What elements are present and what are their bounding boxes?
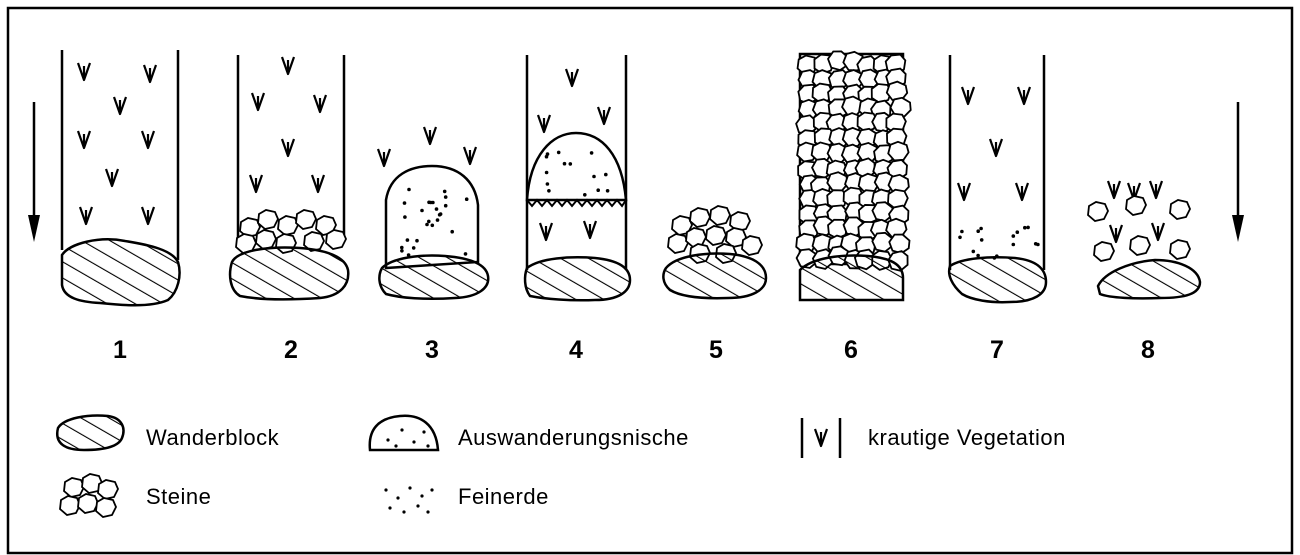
fine-earth-dot [1023, 226, 1027, 230]
frame [8, 8, 1292, 553]
column-7 [949, 55, 1046, 302]
fine-earth-dot [1026, 226, 1030, 230]
fine-earth-dot [436, 218, 440, 222]
column-number-4: 4 [569, 336, 583, 364]
fine-earth-dot [412, 246, 416, 250]
wanderblock [379, 256, 488, 299]
fine-earth-dot [606, 189, 610, 193]
right-arrow-icon [1232, 102, 1244, 242]
fine-earth-dot [547, 189, 551, 193]
fine-earth-dot [420, 209, 424, 213]
column-number-2: 2 [284, 336, 298, 364]
fine-earth-dot [546, 152, 550, 156]
wanderblock [800, 256, 903, 300]
fine-earth-dot [415, 239, 419, 243]
fine-earth-dot [464, 252, 468, 256]
steine-legend-icon [60, 474, 118, 517]
column-number-3: 3 [425, 336, 439, 364]
legend-wanderblock: Wanderblock [146, 425, 280, 450]
fine-earth-dot [976, 254, 980, 258]
column-1 [62, 50, 180, 305]
column-number-8: 8 [1141, 336, 1155, 364]
fine-earth-dot [960, 230, 964, 234]
column-number-1: 1 [113, 336, 127, 364]
column-number-7: 7 [990, 336, 1004, 364]
fine-earth-dot [406, 238, 410, 242]
legend-auswanderungsnische: Auswanderungsnische [458, 425, 689, 450]
fine-earth-dot [450, 230, 454, 234]
stones-fill [794, 48, 914, 274]
column-number-6: 6 [844, 336, 858, 364]
fine-earth-dots [958, 226, 1039, 260]
fine-earth-dot [972, 250, 976, 254]
fine-earth-dot [431, 224, 435, 228]
vegetation-legend-icon [802, 418, 840, 458]
fine-earth-dot [596, 188, 600, 192]
legend-steine: Steine [146, 484, 211, 509]
fine-earth-dot [444, 195, 448, 199]
fine-earth-dot [557, 151, 561, 155]
fine-earth-dot [980, 238, 984, 242]
fine-earth-dot [592, 175, 596, 179]
column-3 [378, 127, 488, 299]
fine-earth-dot [979, 227, 983, 231]
fine-earth-dot [546, 182, 550, 186]
wanderblock [1098, 260, 1200, 298]
left-arrow-icon [28, 102, 40, 242]
column-5 [663, 206, 766, 298]
wanderblock [949, 257, 1046, 302]
column-2 [230, 55, 348, 299]
fine-earth-dot [958, 236, 962, 240]
fine-earth-dot [1012, 234, 1016, 238]
fine-earth-dot [403, 201, 407, 205]
fine-earth-dot [400, 249, 404, 253]
fine-earth-dot [465, 197, 469, 201]
fine-earth-dot [443, 190, 447, 194]
fine-earth-dot [563, 162, 567, 166]
fine-earth-dot [407, 188, 411, 192]
column-4 [525, 55, 630, 300]
wanderblock [62, 239, 180, 305]
legend: Wanderblock Auswanderungsnische krautige… [57, 416, 1066, 518]
column-6 [794, 48, 914, 300]
fine-earth-dot [569, 162, 573, 166]
fine-earth-dot [545, 171, 549, 175]
fine-earth-dot [1012, 243, 1016, 247]
fine-earth-dot [590, 151, 594, 155]
wanderblock [230, 248, 348, 300]
fine-earth-dot [425, 223, 429, 227]
fine-earth-dot [976, 229, 980, 233]
legend-vegetation: krautige Vegetation [868, 425, 1066, 450]
wanderblock-legend-icon [57, 416, 123, 451]
fine-earth-dot [427, 220, 431, 224]
fine-earth-dot [604, 173, 608, 177]
fine-earth-dot [444, 204, 448, 208]
column-number-5: 5 [709, 336, 723, 364]
legend-feinerde: Feinerde [458, 484, 549, 509]
auswanderungsnische-legend-icon [370, 416, 438, 450]
wanderblock [663, 254, 766, 299]
fine-earth-dot [400, 246, 404, 250]
column-8 [1088, 181, 1200, 298]
fine-earth-dot [1034, 242, 1038, 246]
fine-earth-dot [403, 215, 407, 219]
wanderblock [525, 257, 630, 300]
fine-earth-dot [435, 207, 439, 211]
feinerde-legend-icon [384, 486, 433, 513]
fine-earth-dot [429, 201, 433, 205]
fine-earth-dot [583, 193, 587, 197]
fine-earth-dot [1016, 230, 1020, 234]
fine-earth-dot [439, 212, 443, 216]
